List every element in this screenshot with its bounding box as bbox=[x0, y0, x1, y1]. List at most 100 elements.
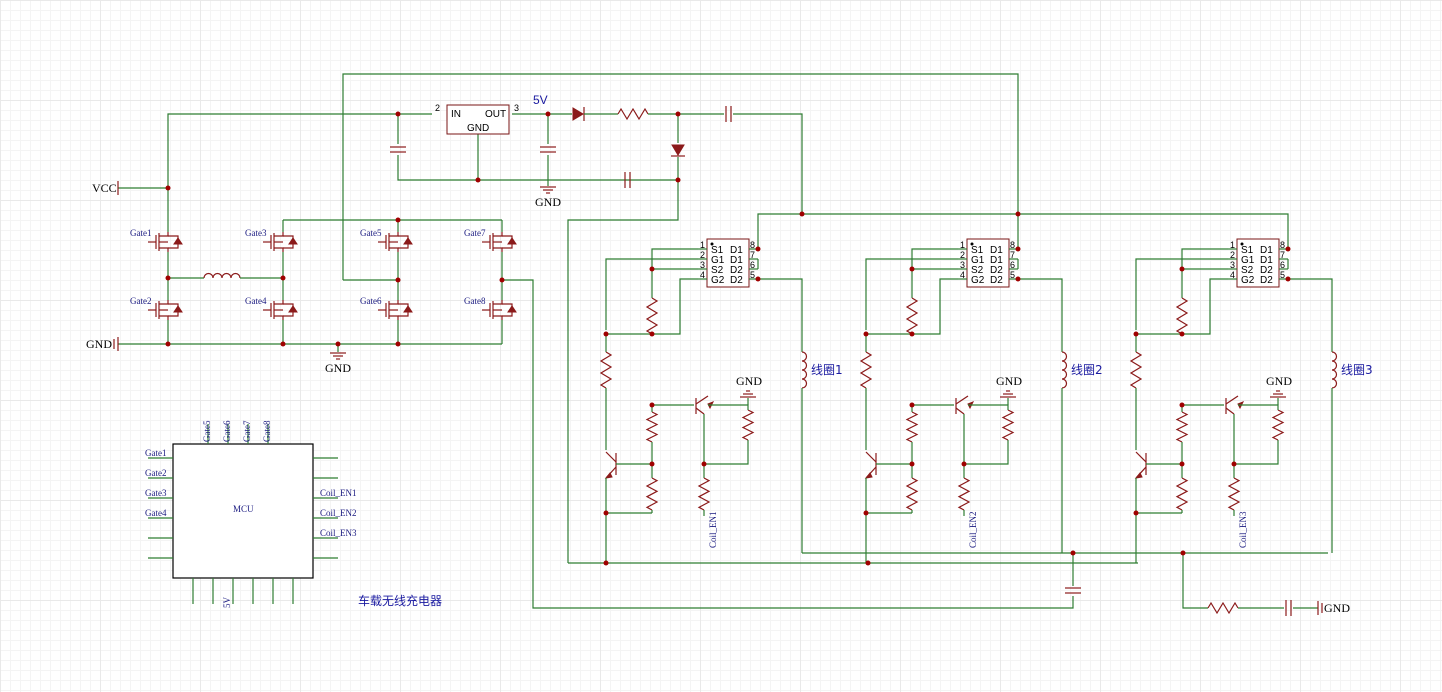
stage-gnd-2: GND bbox=[996, 374, 1022, 388]
mcu-pin-gate2: Gate2 bbox=[145, 468, 167, 478]
mcu-pin-5v: 5V bbox=[222, 597, 232, 609]
mcu-pin-gate6: Gate6 bbox=[222, 420, 232, 442]
ic-pin-name-r: D1 bbox=[1260, 255, 1273, 266]
mcu-pin-gate3: Gate3 bbox=[145, 488, 167, 498]
stage-gnd-3: GND bbox=[1266, 374, 1292, 388]
ic-pin-name-r: D2 bbox=[990, 265, 1003, 276]
coil-en-label-2: Coil_EN2 bbox=[968, 511, 978, 548]
ic-pin-num-r: 5 bbox=[1010, 270, 1015, 280]
coil-label-1: 线圈1 bbox=[811, 363, 843, 377]
ic-pin-name-r: D2 bbox=[730, 275, 743, 286]
mcu-pin-gate4: Gate4 bbox=[145, 508, 167, 518]
mcu-chip: MCU Gate1 Gate2 Gate3 Gate4 Coil_EN1 Coi… bbox=[145, 420, 357, 608]
ic-pin-num-l: 1 bbox=[1230, 240, 1235, 250]
coil-en-label-3: Coil_EN3 bbox=[1238, 511, 1248, 548]
ic-pin-num-r: 6 bbox=[1010, 260, 1015, 270]
coil-en-label-1: Coil_EN1 bbox=[708, 511, 718, 548]
power-rails bbox=[117, 73, 1289, 563]
ic-pin-num-r: 5 bbox=[1280, 270, 1285, 280]
ic-pin-num-r: 8 bbox=[1010, 240, 1015, 250]
ic-pin-name-l: G1 bbox=[1241, 255, 1255, 266]
reg-gnd-label: GND bbox=[467, 123, 489, 134]
mosfet-1: Gate1 bbox=[130, 228, 183, 252]
mcu-pin-coil-en2: Coil_EN2 bbox=[320, 508, 357, 518]
ic-pin-name-r: D2 bbox=[1260, 265, 1273, 276]
gate-label-1: Gate1 bbox=[130, 228, 152, 238]
coil-label-2: 线圈2 bbox=[1071, 363, 1103, 377]
mosfet-5: Gate5 bbox=[360, 228, 413, 252]
ic-pin-name-r: D1 bbox=[730, 245, 743, 256]
ic-pin-name-r: D2 bbox=[1260, 275, 1273, 286]
ic-pin-name-l: G2 bbox=[971, 275, 985, 286]
ic-pin-name-r: D1 bbox=[1260, 245, 1273, 256]
board-title: 车载无线充电器 bbox=[358, 593, 442, 608]
mcu-pin-gate7: Gate7 bbox=[242, 420, 252, 442]
reg-out-label: OUT bbox=[485, 109, 506, 120]
ic-pin-name-r: D2 bbox=[730, 265, 743, 276]
ic-pin-name-r: D1 bbox=[990, 255, 1003, 266]
ic-pin-num-r: 5 bbox=[750, 270, 755, 280]
ic-pin-num-l: 4 bbox=[700, 270, 705, 280]
ic-pin-name-l: S1 bbox=[971, 245, 984, 256]
mosfet-6: Gate6 bbox=[360, 296, 413, 320]
ic-pin-num-l: 2 bbox=[700, 250, 705, 260]
ic-pin-name-l: S2 bbox=[711, 265, 724, 276]
gnd-bridge-label: GND bbox=[325, 361, 351, 375]
gnd-reg-label: GND bbox=[535, 195, 561, 209]
ic-pin-num-l: 3 bbox=[700, 260, 705, 270]
ic-pin-name-l: G2 bbox=[1241, 275, 1255, 286]
ic-pin-name-r: D2 bbox=[990, 275, 1003, 286]
ic-pin-name-l: G2 bbox=[711, 275, 725, 286]
ic-pin-num-l: 4 bbox=[1230, 270, 1235, 280]
ic-pin-name-r: D1 bbox=[990, 245, 1003, 256]
ic-pin-num-l: 3 bbox=[960, 260, 965, 270]
ic-pin-num-r: 8 bbox=[750, 240, 755, 250]
ic-pin-num-r: 8 bbox=[1280, 240, 1285, 250]
ic-pin-num-l: 2 bbox=[1230, 250, 1235, 260]
mcu-pin-gate1: Gate1 bbox=[145, 448, 167, 458]
coil-label-3: 线圈3 bbox=[1341, 363, 1373, 377]
ic-pin-name-l: S1 bbox=[1241, 245, 1254, 256]
junctions bbox=[165, 111, 1291, 566]
reg-pin-out: 3 bbox=[514, 103, 519, 113]
regulator: IN OUT GND 2 3 bbox=[435, 103, 519, 135]
ic-pin-num-l: 1 bbox=[960, 240, 965, 250]
ic-pin-name-l: S2 bbox=[971, 265, 984, 276]
ic-pin-name-l: S1 bbox=[711, 245, 724, 256]
mcu-label: MCU bbox=[233, 504, 254, 514]
ic-pin-num-r: 7 bbox=[1280, 250, 1285, 260]
ic-pin-name-l: G1 bbox=[711, 255, 725, 266]
mosfet-3: Gate3 bbox=[245, 228, 298, 252]
five-v-label: 5V bbox=[533, 93, 548, 107]
ic-pin-num-l: 2 bbox=[960, 250, 965, 260]
gate-label-2: Gate2 bbox=[130, 296, 152, 306]
ic-pin-num-r: 6 bbox=[750, 260, 755, 270]
ic-pin-num-r: 7 bbox=[1010, 250, 1015, 260]
gate-label-6: Gate6 bbox=[360, 296, 382, 306]
ic-pin-num-r: 7 bbox=[750, 250, 755, 260]
ic-pin-num-r: 6 bbox=[1280, 260, 1285, 270]
mcu-pin-gate8: Gate8 bbox=[262, 420, 272, 442]
ic-pin-name-l: G1 bbox=[971, 255, 985, 266]
gate-label-4: Gate4 bbox=[245, 296, 267, 306]
mcu-pin-gate5: Gate5 bbox=[202, 420, 212, 442]
mosfet-4: Gate4 bbox=[245, 296, 298, 320]
ic-pin-num-l: 3 bbox=[1230, 260, 1235, 270]
bottom-rails bbox=[568, 552, 1328, 616]
mosfet-8: Gate8 bbox=[464, 296, 517, 320]
gate-label-7: Gate7 bbox=[464, 228, 486, 238]
mosfet-7: Gate7 bbox=[464, 228, 517, 252]
mcu-pin-coil-en1: Coil_EN1 bbox=[320, 488, 357, 498]
mcu-pin-coil-en3: Coil_EN3 bbox=[320, 528, 357, 538]
ic-pin-name-l: S2 bbox=[1241, 265, 1254, 276]
gnd-right-label: GND bbox=[1324, 601, 1350, 615]
